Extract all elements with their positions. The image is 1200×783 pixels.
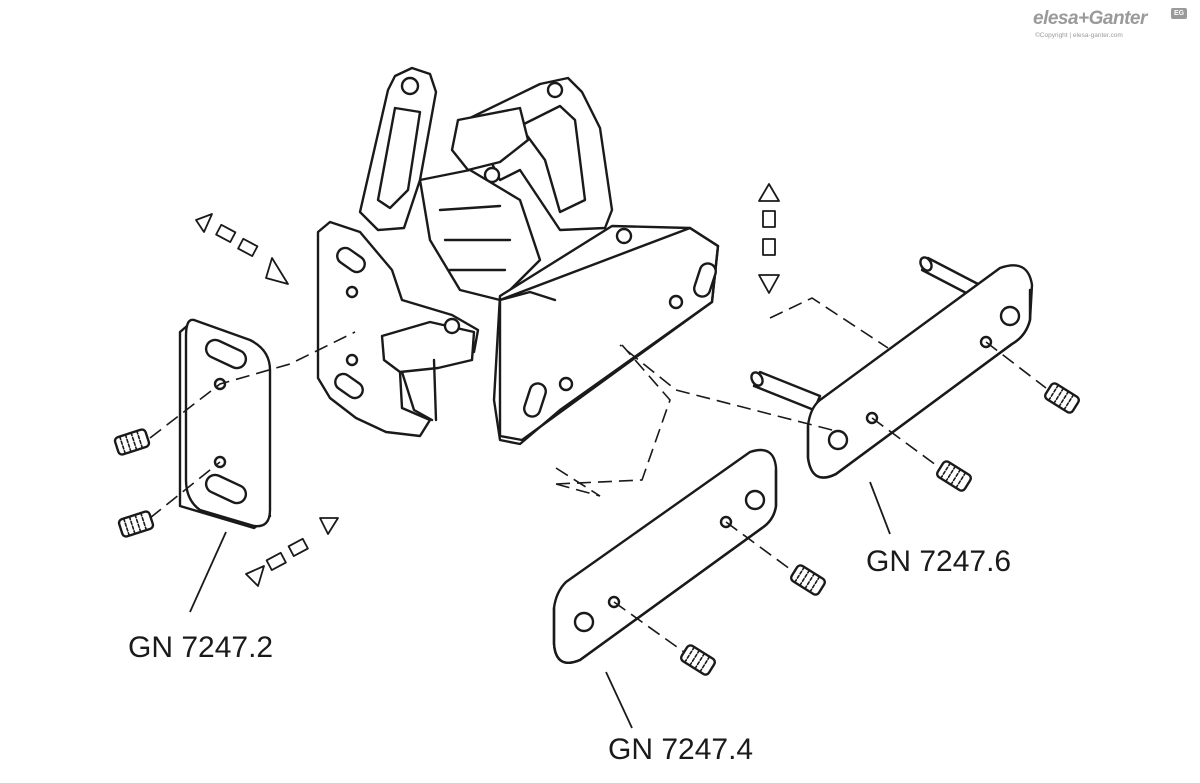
hinge-right-hole-2 (558, 376, 574, 392)
assembly-lines (149, 297, 1047, 653)
hinge-right-arm-slot (518, 104, 587, 214)
axis-plate4 (555, 344, 671, 497)
plate-gn-7247-4 (552, 448, 778, 664)
plate-6-hole-large-left (827, 429, 849, 451)
hinge-right-leaf-front (498, 226, 720, 442)
hinge-left-slot-top (336, 246, 366, 274)
set-screw-plate6-right (1043, 382, 1081, 414)
leader-gn-7247-2 (189, 531, 227, 613)
plate-gn-7247-2 (178, 318, 272, 530)
plate-6-edge (806, 288, 1032, 479)
plate-2-slot-bottom (204, 473, 248, 505)
leader-lines (189, 481, 891, 729)
leader-gn-7247-6 (869, 481, 891, 535)
adjust-arrow-lower-left (245, 517, 339, 587)
hinge-right-hole-1 (668, 294, 684, 310)
plate-2-slot-top (204, 338, 248, 370)
callout-gn-7247-2: GN 7247.2 (128, 631, 274, 664)
brand-name: elesa+Ganter (1033, 8, 1147, 29)
brand-logo: elesa+Ganter EG ©Copyright | elesa-gante… (1033, 8, 1193, 48)
set-screw-plate6-left (935, 460, 973, 492)
plate-4-hole-large-right (744, 489, 766, 511)
set-screw-left-bottom (117, 510, 155, 538)
hinge-right-hole-3 (615, 227, 633, 245)
hinge-pivot-hole-2 (546, 81, 564, 99)
plate-gn-7247-6 (750, 256, 1034, 479)
plate-6-pin-top-end (919, 256, 933, 272)
hinge-middle-web (418, 168, 542, 302)
callout-gn-7247-6: GN 7247.6 (866, 545, 1012, 578)
plate-4-edge (552, 468, 778, 664)
hinge-left-slot-bottom (334, 372, 364, 400)
plate-6-pin-bottom-end (750, 371, 764, 387)
plate-2-face (184, 318, 272, 528)
brand-copyright: ©Copyright | elesa-ganter.com (1035, 32, 1123, 39)
hinge-right-slot-left (523, 382, 547, 418)
plate-6-hole-large-right (999, 305, 1021, 327)
axis-left-top (149, 331, 356, 439)
set-screw-left-top (113, 428, 151, 456)
hinge-body (316, 66, 720, 446)
brand-badge: EG (1171, 8, 1187, 19)
set-screw-plate4-left (679, 644, 717, 676)
leader-gn-7247-4 (605, 671, 633, 729)
axis-plate4-screws (613, 521, 795, 653)
axis-plate6-screws (871, 341, 1047, 469)
adjust-arrow-vertical (758, 183, 780, 294)
hinge-pivot-hole-1 (400, 76, 420, 96)
hinge-left-hole-top (345, 285, 359, 299)
plate-6-pin-bottom (752, 370, 822, 412)
hinge-right-slot-right (693, 262, 717, 298)
axis-plate6-pins (619, 297, 889, 431)
hinge-left-arm-face (376, 106, 422, 210)
plate-4-hole-large-left (573, 611, 595, 633)
hinge-knuckle-hole (443, 317, 461, 335)
adjust-arrow-upper-left (195, 213, 289, 285)
set-screw-plate4-right (789, 564, 827, 596)
axis-left-bottom (149, 461, 221, 519)
hinge-left-hole-bottom (345, 353, 359, 367)
callout-gn-7247-4: GN 7247.4 (608, 733, 754, 766)
hinge-center-link (450, 106, 530, 172)
hinge-left-knuckle (380, 320, 476, 374)
